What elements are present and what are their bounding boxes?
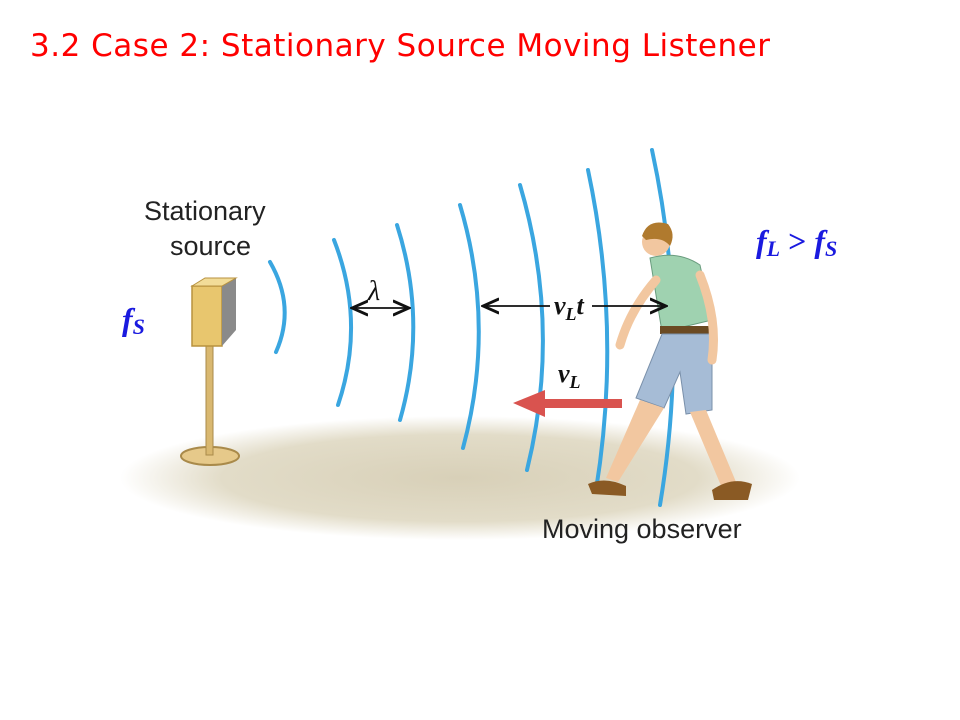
wavefront-3 bbox=[395, 223, 416, 422]
source-label-line2: source bbox=[170, 231, 251, 261]
wavefront-6 bbox=[586, 168, 610, 492]
listener-frequency-relation: fL > fS bbox=[756, 223, 837, 261]
source-label-line1: Stationary bbox=[144, 196, 266, 226]
wavefront-4 bbox=[458, 203, 481, 450]
source-frequency: fS bbox=[122, 301, 145, 339]
velocity-arrow bbox=[513, 390, 622, 417]
wavefront-5 bbox=[518, 183, 545, 472]
speaker-icon bbox=[180, 277, 240, 466]
wavefront-2 bbox=[332, 238, 353, 407]
slide-title: 3.2 Case 2: Stationary Source Moving Lis… bbox=[30, 28, 771, 64]
observer-label: Moving observer bbox=[542, 514, 742, 544]
walking-person-icon bbox=[588, 222, 752, 500]
distance-label: vLt bbox=[554, 291, 585, 324]
velocity-label: vL bbox=[558, 359, 581, 392]
wavelength-symbol: λ bbox=[367, 276, 380, 307]
wavefront-1 bbox=[268, 260, 287, 354]
